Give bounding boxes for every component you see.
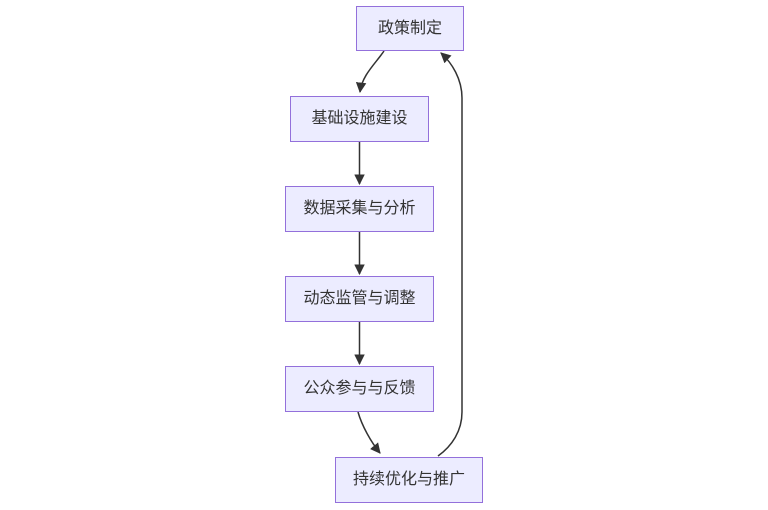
edge-policy-to-infrastructure: [355, 50, 385, 94]
node-label: 基础设施建设: [311, 110, 408, 127]
edge-optimize-to-policy-feedback: [437, 52, 463, 457]
node-label: 政策制定: [377, 19, 442, 37]
node-continuous-optimization-promotion: 持续优化与推广: [335, 457, 483, 503]
node-public-participation-feedback: 公众参与与反馈: [285, 366, 434, 412]
node-policy-making: 政策制定: [356, 6, 464, 51]
node-data-collection-analysis: 数据采集与分析: [285, 186, 434, 232]
node-dynamic-supervision-adjustment: 动态监管与调整: [285, 276, 434, 322]
node-label: 公众参与与反馈: [303, 380, 416, 397]
node-label: 持续优化与推广: [352, 471, 465, 488]
node-label: 动态监管与调整: [303, 290, 416, 307]
node-infrastructure-construction: 基础设施建设: [290, 96, 429, 142]
edge-public-to-optimize: [357, 411, 381, 454]
node-label: 数据采集与分析: [303, 200, 416, 217]
